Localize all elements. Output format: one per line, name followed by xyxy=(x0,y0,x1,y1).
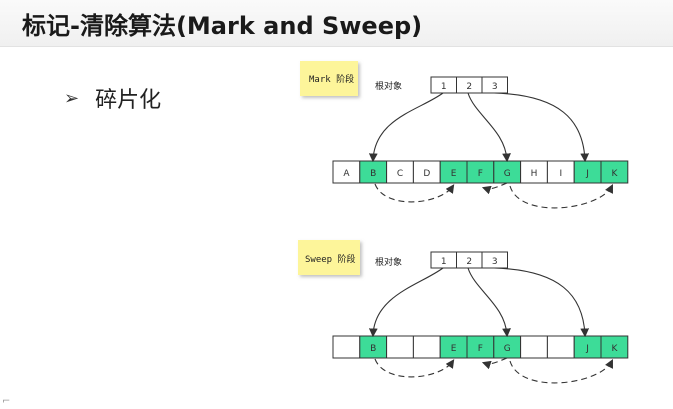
sweep-g-to-k-arrow xyxy=(509,359,613,384)
bullet-item: ➢ 碎片化 xyxy=(64,82,161,114)
root-object-label: 3 xyxy=(492,82,498,92)
sweep-root2-to-g-arrow xyxy=(467,267,511,338)
mark-phase-note-text: Mark 阶段 xyxy=(309,73,354,85)
mark-heap-cells: A B C D E F G H I J K xyxy=(332,160,629,184)
heap-cell-unmarked xyxy=(520,335,548,359)
heap-cell-label: K xyxy=(611,169,618,179)
mark-phase-group: Mark 阶段 根对象 1 2 3 A B C D E F G H I J K xyxy=(300,61,629,209)
heap-cell-label: C xyxy=(397,169,403,179)
heap-cell-label: B xyxy=(370,169,376,179)
sweep-root-arrows xyxy=(368,267,590,338)
sweep-root-objects: 1 2 3 xyxy=(430,251,508,269)
heap-cell-label: E xyxy=(451,169,457,179)
heap-cell-label: F xyxy=(478,344,483,354)
heap-cell-unmarked xyxy=(332,335,361,359)
heap-cell-label: K xyxy=(611,344,618,354)
mark-phase-note: Mark 阶段 xyxy=(300,61,358,96)
mark-root-arrows xyxy=(368,92,590,163)
root-object-label: 2 xyxy=(466,82,472,92)
mark-root-objects: 1 2 3 xyxy=(430,76,508,94)
sweep-phase-group: Sweep 阶段 根对象 1 2 3 B E F G J K xyxy=(298,240,629,384)
heap-cell-unmarked xyxy=(386,335,414,359)
sweep-b-to-e-arrow xyxy=(374,358,455,378)
heap-cell-marked xyxy=(600,335,629,359)
heap-cell-label: D xyxy=(423,169,430,179)
heap-cell-label: J xyxy=(585,344,589,354)
bullet-text: 碎片化 xyxy=(95,88,162,113)
sweep-root-label: 根对象 xyxy=(375,256,402,268)
heap-cell-label: G xyxy=(504,344,511,354)
heap-cell-label: B xyxy=(370,344,376,354)
mark-ref-arrows xyxy=(374,182,613,209)
root-object-label: 2 xyxy=(466,257,472,267)
root-object-label: 1 xyxy=(441,257,447,267)
mark-root-label: 根对象 xyxy=(375,80,402,92)
root-object-label: 1 xyxy=(441,82,447,92)
heap-cell-label: H xyxy=(531,169,538,179)
heap-cell-label: G xyxy=(504,169,511,179)
sweep-root1-to-b-arrow xyxy=(368,267,444,338)
sweep-phase-note-text: Sweep 阶段 xyxy=(305,253,356,265)
heap-cell-label: A xyxy=(343,169,350,179)
heap-cell-unmarked xyxy=(412,335,441,359)
heap-cell-marked xyxy=(600,160,629,184)
root1-to-b-arrow xyxy=(368,92,444,163)
heap-cell-label: F xyxy=(478,169,483,179)
heap-cell-label: I xyxy=(559,169,562,179)
sweep-phase-note: Sweep 阶段 xyxy=(298,240,360,275)
sweep-root3-to-j-arrow xyxy=(493,267,590,338)
sweep-ref-arrows xyxy=(374,357,613,384)
slide-title: 标记-清除算法(Mark and Sweep) xyxy=(22,12,423,40)
slide-title-bar: 标记-清除算法(Mark and Sweep) xyxy=(0,0,673,47)
heap-cell-unmarked xyxy=(546,335,575,359)
g-to-k-arrow xyxy=(509,184,613,209)
root2-to-g-arrow xyxy=(467,92,511,163)
heap-cell-label: J xyxy=(585,169,589,179)
slide-corner-glyph: ⌐ xyxy=(2,396,11,407)
b-to-e-arrow xyxy=(374,183,455,203)
heap-cell-label: E xyxy=(451,344,457,354)
bullet-arrow-icon: ➢ xyxy=(64,87,80,109)
root3-to-j-arrow xyxy=(493,92,590,163)
g-to-f-arrow xyxy=(481,182,508,195)
root-object-label: 3 xyxy=(492,257,498,267)
sweep-g-to-f-arrow xyxy=(481,357,508,370)
